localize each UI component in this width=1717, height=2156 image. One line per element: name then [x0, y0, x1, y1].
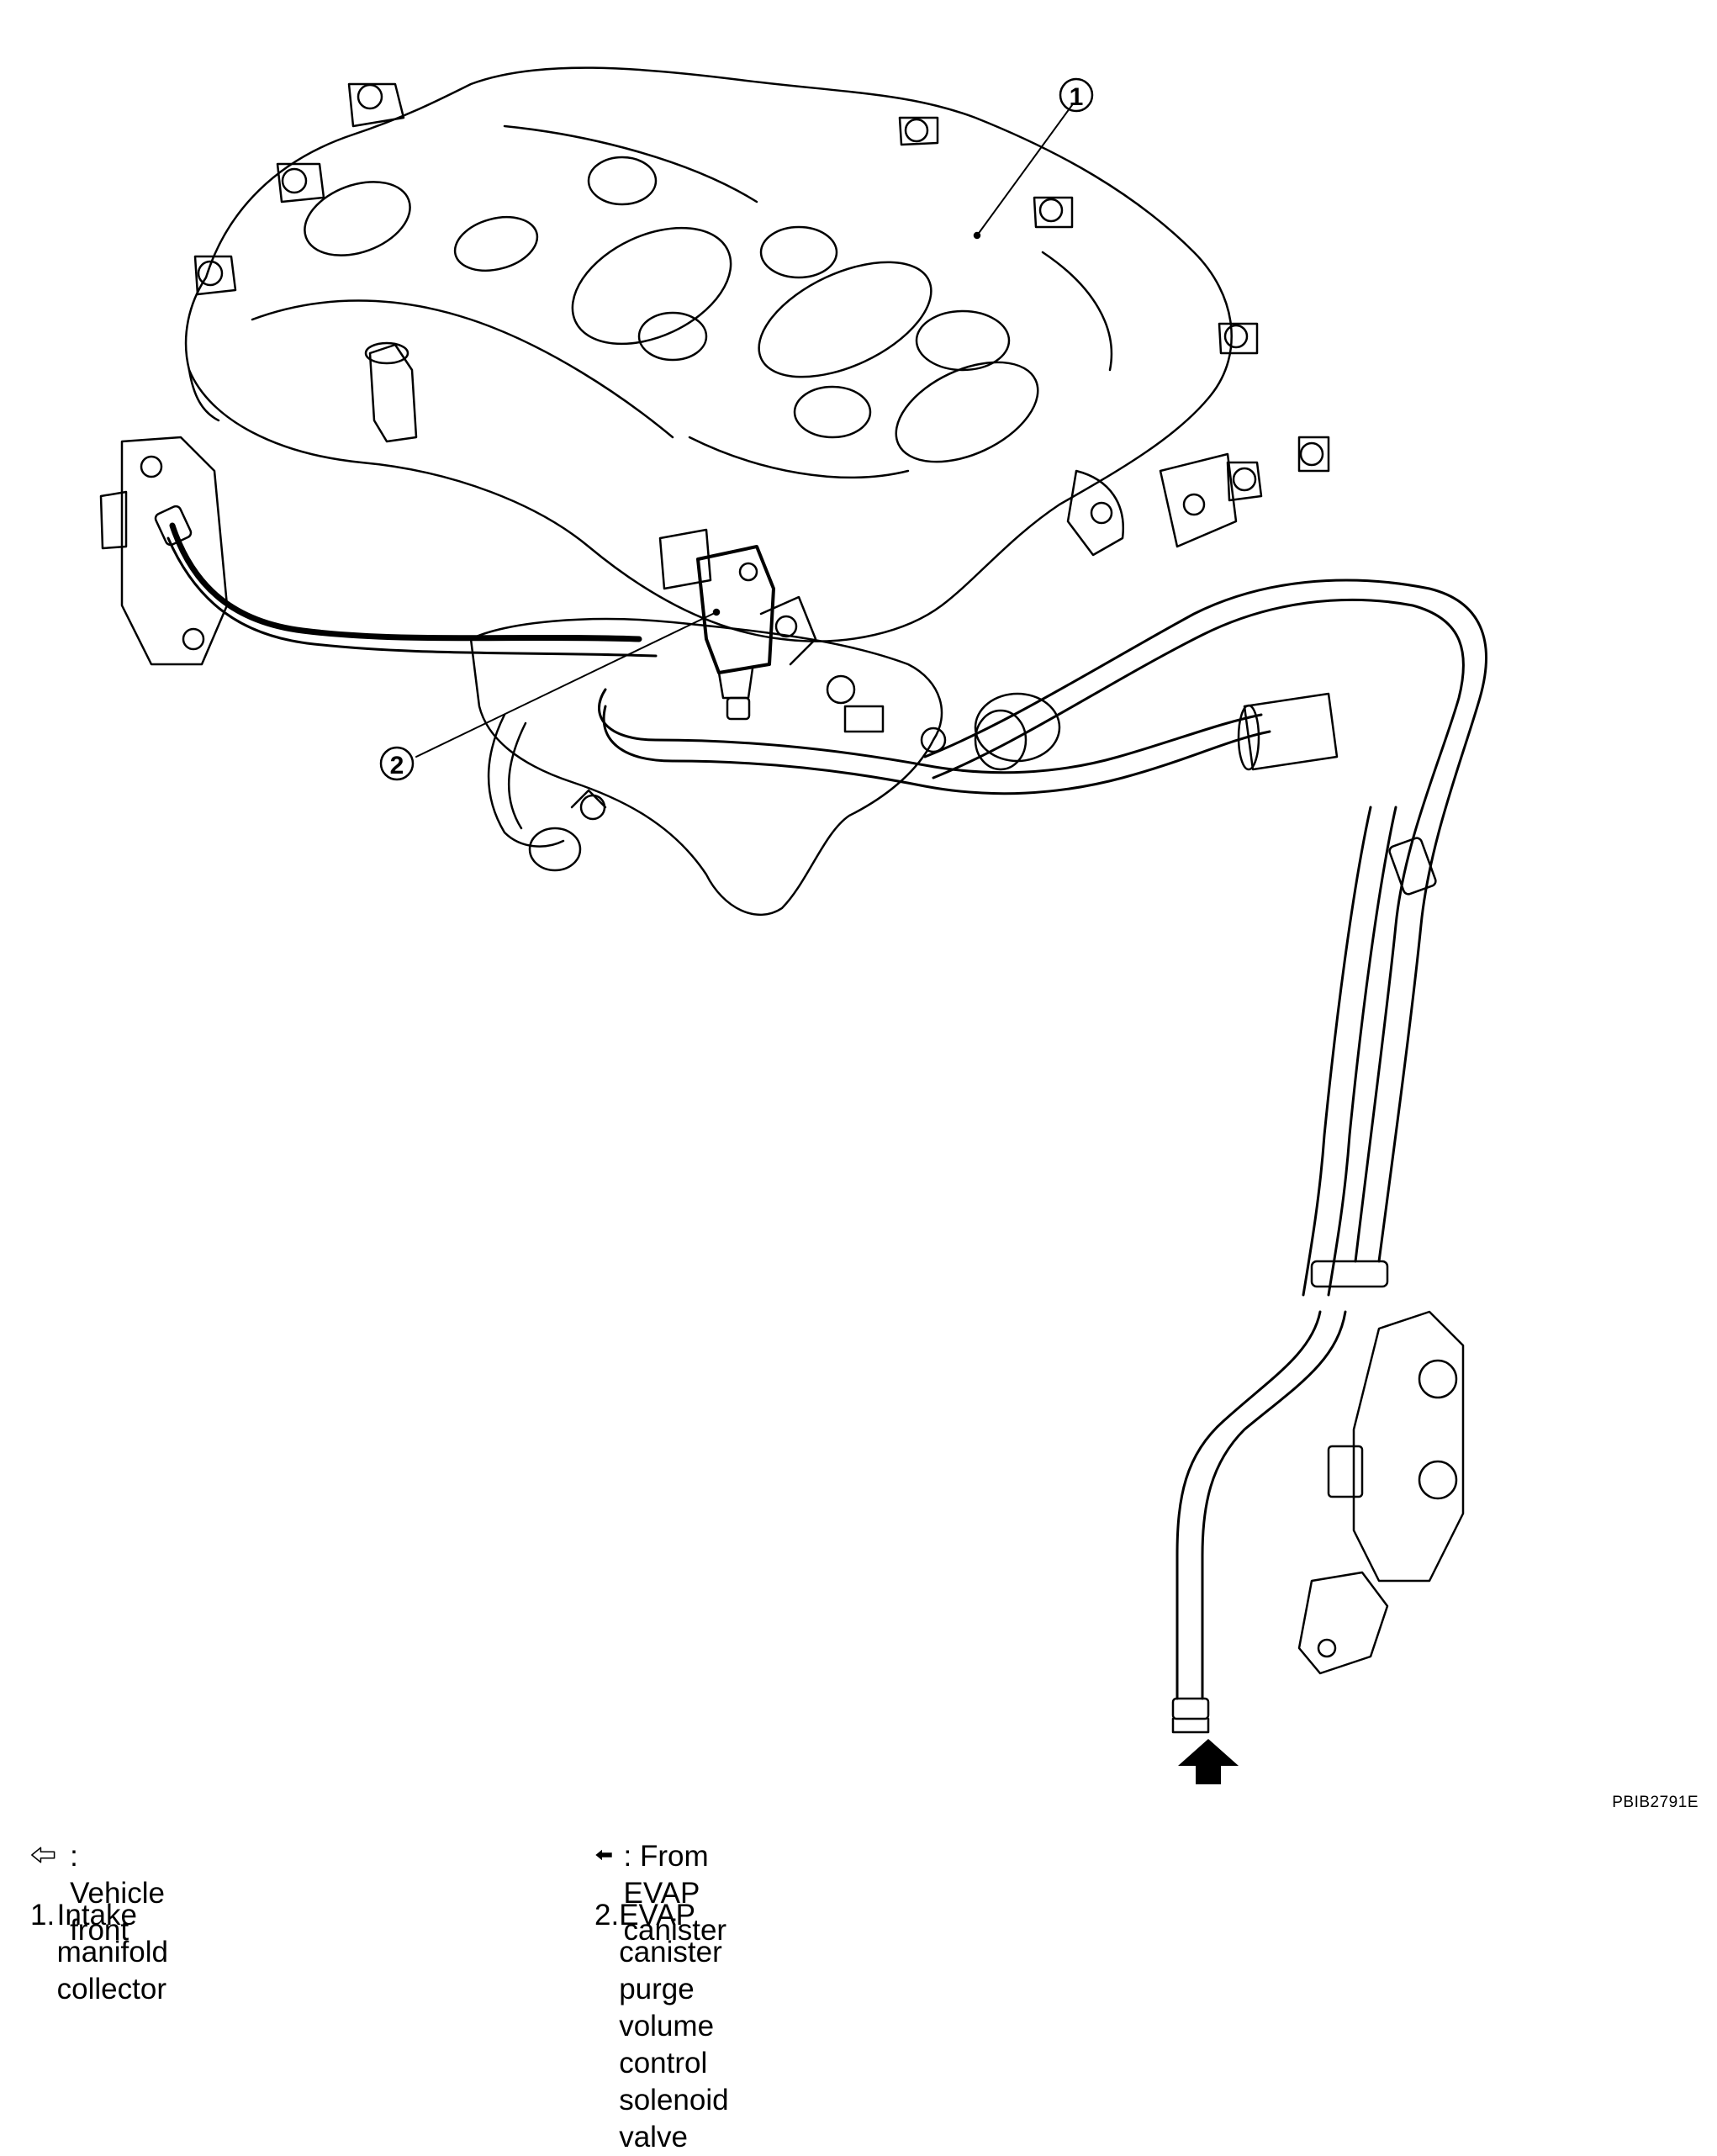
figure-code: PBIB2791E: [1612, 1794, 1699, 1811]
legend-symbol-vehicle-front: : Vehicle front: [30, 1838, 181, 1949]
callout-2-leader: [416, 612, 716, 757]
callout-2-number: 2: [390, 752, 404, 779]
outline-arrow-left-icon: [31, 1847, 55, 1863]
legend-item-1: 1. Intake manifold collector: [30, 1897, 200, 2008]
legend-item-1-text: Intake manifold collector: [56, 1899, 168, 2005]
legend-item-1-number: 1.: [30, 1899, 55, 1931]
engine-intake-diagram: 1 2: [0, 0, 1717, 1784]
legend-symbol-from-evap: : From EVAP canister: [594, 1838, 750, 1949]
legend-vehicle-front-text: : Vehicle front: [70, 1840, 165, 1947]
intake-manifold-collector: [101, 68, 1329, 664]
solid-arrow-left-icon: [595, 1849, 612, 1861]
callout-1-circle: [1060, 79, 1092, 111]
intake-lower-plenum: [471, 619, 945, 915]
evap-flow-arrow-icon: [1178, 1739, 1239, 1784]
legend-from-evap-text: : From EVAP canister: [623, 1840, 727, 1947]
legend-item-2-line1: EVAP canister purge volume control: [619, 1899, 722, 2079]
evap-purge-solenoid-valve: [660, 530, 816, 719]
legend-item-2-text: EVAP canister purge volume control solen…: [619, 1897, 763, 2156]
legend-item-2-number: 2.: [594, 1899, 620, 1931]
callout-1-number: 1: [1070, 83, 1084, 111]
purge-hose-left: [154, 505, 656, 656]
callout-1-dot: [975, 233, 980, 238]
callout-2-circle: [381, 748, 413, 779]
legend-item-2: 2. EVAP canister purge volume control so…: [594, 1897, 763, 2156]
callout-2-dot: [714, 610, 719, 615]
legend-item-2-line2: solenoid valve: [619, 2084, 729, 2153]
callout-1-leader: [977, 105, 1072, 235]
evap-hose-assembly: [489, 580, 1486, 1732]
